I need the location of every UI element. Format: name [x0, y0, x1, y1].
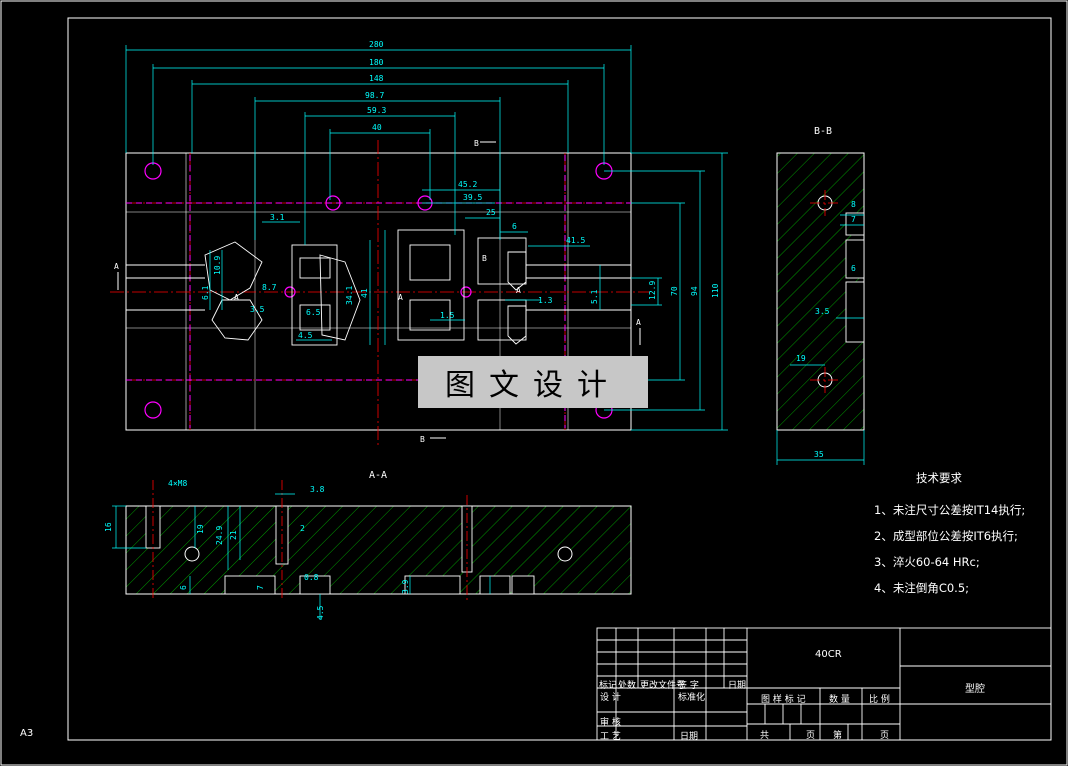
tb-header-mark: 标记	[599, 681, 618, 691]
sheet-frame	[67, 17, 1052, 741]
svg-text:A: A	[234, 293, 239, 302]
section-letters: A A B B	[114, 139, 641, 444]
dim-misc-10: 6.5	[306, 308, 321, 317]
dimension-texts: 280 180 148 98.7 59.3 40 45.2 39.5 25 6 …	[201, 40, 720, 340]
dim-top-0: 280	[369, 40, 384, 49]
dim-top-8: 25	[486, 208, 496, 217]
bb-dim-3: 3.5	[815, 307, 830, 316]
svg-text:A: A	[114, 262, 119, 271]
tb-scale: 比 例	[869, 695, 890, 705]
aa-dim-1: 3.8	[310, 485, 325, 494]
aa-dim-2: 16	[104, 522, 113, 532]
svg-text:B: B	[482, 254, 487, 263]
tech-requirements-title: 技术要求	[916, 471, 962, 485]
aa-dim-9: 4.5	[316, 605, 325, 620]
dim-misc-1: 1.3	[538, 296, 553, 305]
aa-dim-7: 7	[256, 585, 265, 590]
dim-right-2: 70	[670, 286, 679, 296]
dim-misc-7: 1.5	[440, 311, 455, 320]
aa-dim-0: 4×M8	[168, 479, 187, 488]
tb-date: 日期	[680, 732, 699, 742]
section-markers	[117, 141, 641, 439]
tb-header-count: 处数	[618, 681, 637, 691]
aa-dim-4: 24.9	[215, 526, 224, 545]
dim-misc-4: 6.1	[201, 285, 210, 300]
watermark-banner: 图文设计	[418, 356, 648, 408]
dim-misc-6: 3.5	[250, 305, 265, 314]
dim-misc-2: 34.1	[345, 286, 354, 305]
dim-misc-3: 41	[360, 288, 369, 298]
dim-top-3: 98.7	[365, 91, 384, 100]
cavity-features	[126, 229, 631, 346]
dim-top-9: 6	[512, 222, 517, 231]
tech-req-item: 4、未注倒角C0.5;	[874, 581, 970, 595]
dim-top-7: 39.5	[463, 193, 482, 202]
tb-design: 设 计	[600, 693, 621, 703]
tb-drawing-mark: 图 样 标 记	[761, 695, 806, 705]
bb-dim-0: 8	[851, 200, 856, 209]
aa-dim-5: 21	[229, 530, 238, 540]
dim-top-4: 59.3	[367, 106, 386, 115]
svg-text:A: A	[516, 286, 521, 295]
aa-dim-6: 6	[179, 585, 188, 590]
dim-misc-9: 10.9	[213, 256, 222, 275]
bb-dim-1: 7	[851, 215, 856, 224]
aa-dim-10: 3.9	[401, 579, 410, 594]
svg-text:B: B	[420, 435, 425, 444]
dim-top-2: 148	[369, 74, 384, 83]
tech-req-item: 3、淬火60-64 HRc;	[874, 555, 980, 569]
tb-page-2: 页	[880, 731, 890, 741]
dim-top-10: 41.5	[566, 236, 585, 245]
aa-dim-11: 2	[300, 524, 305, 533]
aa-dim-8: 0.8	[304, 573, 319, 582]
sheet-size-label: A3	[20, 728, 34, 739]
tb-quantity: 数 量	[829, 695, 850, 705]
material-label: 40CR	[815, 649, 842, 660]
dim-misc-5: 8.7	[262, 283, 277, 292]
aa-hatched-body	[125, 505, 632, 595]
dim-right-3: 12.9	[648, 281, 657, 300]
tb-header-date: 日期	[728, 681, 747, 691]
dim-right-0: 110	[711, 283, 720, 298]
svg-text:A: A	[636, 318, 641, 327]
dim-right-1: 94	[690, 286, 699, 296]
dim-top-6: 45.2	[458, 180, 477, 189]
bb-dim-2: 6	[851, 264, 856, 273]
bb-dim-5: 35	[814, 450, 824, 459]
title-block	[596, 627, 1052, 741]
aa-dim-3: 19	[196, 524, 205, 534]
tb-page: 页	[806, 731, 816, 741]
tb-sheet-no: 第	[833, 731, 843, 741]
dim-misc-0: 5.1	[590, 289, 599, 304]
section-aa: 4×M8 3.8 16 19 24.9 21 6 7 0.8 4.5 3.9 2…	[104, 470, 632, 620]
bb-dim-4: 19	[796, 354, 806, 363]
tech-requirements: 技术要求 1、未注尺寸公差按IT14执行; 2、成型部位公差按IT6执行; 3、…	[870, 470, 1025, 606]
tech-req-item: 2、成型部位公差按IT6执行;	[874, 529, 1018, 543]
dim-top-1: 180	[369, 58, 384, 67]
tb-total: 共	[760, 731, 770, 741]
dim-misc-8: 3.1	[270, 213, 285, 222]
svg-text:B: B	[474, 139, 479, 148]
tb-standard: 标准化	[678, 693, 706, 703]
dim-top-5: 40	[372, 123, 382, 132]
section-aa-label: A-A	[369, 470, 387, 481]
tb-header-sign: 签 字	[678, 681, 699, 691]
cavity-plate-outline	[125, 152, 632, 431]
section-bb: 8 7 6 3.5 19 35 B-B	[776, 126, 865, 465]
dim-misc-11: 4.5	[298, 331, 313, 340]
tb-process: 工 艺	[600, 732, 621, 742]
part-name: 型腔	[965, 684, 985, 695]
tech-req-item: 1、未注尺寸公差按IT14执行;	[874, 503, 1026, 517]
tb-review: 审 核	[600, 718, 621, 728]
dimension-lines	[125, 45, 728, 431]
svg-text:A: A	[398, 293, 403, 302]
section-bb-label: B-B	[814, 126, 832, 137]
tb-header-doc: 更改文件号	[640, 681, 686, 691]
